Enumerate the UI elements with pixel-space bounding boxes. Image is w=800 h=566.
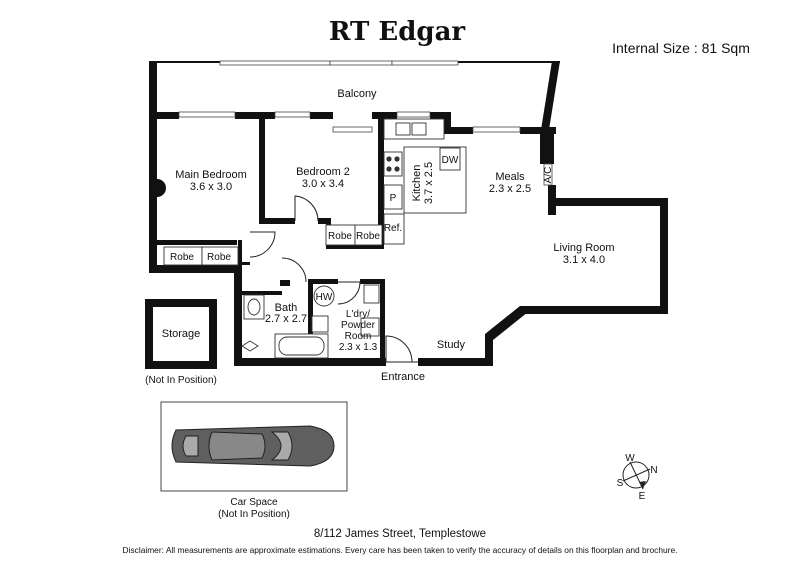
laundry-label-line1: L'dry/	[346, 309, 370, 320]
living-room-label: Living Room	[553, 242, 614, 254]
compass-s: S	[617, 478, 624, 489]
kitchen-label: Kitchen	[411, 165, 423, 202]
meals-label: Meals	[495, 171, 525, 183]
internal-size: Internal Size : 81 Sqm	[612, 40, 750, 56]
balcony-label: Balcony	[337, 88, 377, 100]
main-bedroom-size: 3.6 x 3.0	[190, 181, 232, 193]
walls	[145, 61, 668, 369]
robe-label-main-b: Robe	[207, 252, 231, 263]
bath-size: 2.7 x 2.7	[265, 313, 307, 325]
address: 8/112 James Street, Templestowe	[314, 528, 486, 540]
kitchen-size: 3.7 x 2.5	[423, 162, 435, 204]
fridge-label: Ref.	[384, 223, 402, 234]
bedroom2-label: Bedroom 2	[296, 166, 350, 178]
compass-n: N	[650, 465, 657, 476]
brand-logo: RT Edgar	[329, 17, 466, 47]
hot-water-label: HW	[316, 292, 333, 303]
robe-label-main-a: Robe	[170, 252, 194, 263]
kitchen-fixtures	[163, 118, 467, 266]
windows	[178, 60, 553, 186]
dishwasher-label: DW	[442, 155, 459, 166]
storage-note: (Not In Position)	[145, 375, 217, 386]
aircon-label: A/C	[543, 167, 554, 184]
entrance-label: Entrance	[381, 371, 425, 383]
living-room-size: 3.1 x 4.0	[563, 254, 605, 266]
laundry-label-line2: Powder	[341, 320, 376, 331]
laundry-size: 2.3 x 1.3	[339, 342, 378, 353]
car-space-note: (Not In Position)	[218, 509, 290, 520]
robe-label-bed2-b: Robe	[356, 231, 380, 242]
robe-label-bed2-a: Robe	[328, 231, 352, 242]
car-space-label: Car Space	[230, 497, 278, 508]
compass-e: E	[639, 491, 646, 502]
bath-fixtures	[241, 284, 380, 359]
main-bedroom-label: Main Bedroom	[175, 169, 247, 181]
pantry-label: P	[390, 193, 397, 204]
car-space	[160, 401, 348, 492]
bath-label: Bath	[275, 302, 298, 314]
compass-icon	[622, 461, 651, 490]
laundry-label-line3: Room	[345, 331, 372, 342]
storage-label: Storage	[162, 328, 201, 340]
meals-size: 2.3 x 2.5	[489, 183, 531, 195]
bedroom2-size: 3.0 x 3.4	[302, 178, 344, 190]
doors	[249, 195, 418, 363]
compass-w: W	[625, 453, 635, 464]
study-label: Study	[437, 339, 466, 351]
disclaimer: Disclaimer: All measurements are approxi…	[123, 545, 678, 555]
